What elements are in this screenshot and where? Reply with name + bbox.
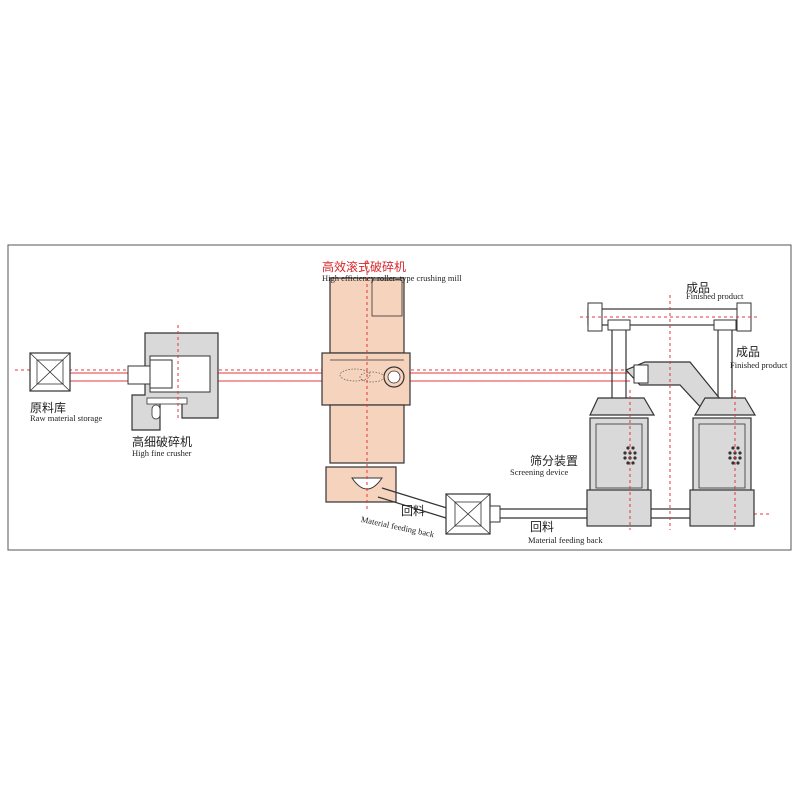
feed-chute — [624, 361, 727, 413]
roller-mill-label-en: High efficiency roller–type crushing mil… — [322, 273, 462, 283]
fine-crusher-label-en: High fine crusher — [132, 448, 192, 458]
finished-product-conveyor-top — [580, 302, 760, 400]
fine-crusher-label-zh: 高细破碎机 — [132, 435, 193, 449]
raw-storage-label-zh: 原料库 — [30, 401, 67, 415]
return-hopper-icon — [445, 493, 501, 535]
finished-right-label-zh: 成品 — [736, 345, 761, 359]
roller-mill-label-zh: 高效滚式破碎机 — [322, 260, 407, 274]
screening-label-zh: 筛分装置 — [530, 454, 579, 468]
finished-top-label-zh: 成品 — [686, 281, 711, 295]
return-conveyor — [377, 487, 451, 519]
screening-device-right-icon — [689, 390, 757, 530]
screening-label-en: Screening device — [510, 467, 569, 477]
finished-right-label-en: Finished product — [730, 360, 788, 370]
finished-top-label-en: Finished product — [686, 291, 744, 301]
high-fine-crusher-icon — [127, 325, 219, 431]
screening-device-left-icon — [586, 390, 656, 530]
feedback-left-label-zh: 回料 — [401, 504, 426, 518]
feedback-right-label-zh: 回料 — [530, 520, 555, 534]
feedback-right-label-en: Material feeding back — [528, 535, 603, 545]
raw-material-storage-icon — [29, 352, 71, 392]
raw-storage-label-en: Raw material storage — [30, 413, 103, 423]
roller-crushing-mill-icon — [321, 260, 411, 510]
diagram-frame — [7, 244, 792, 551]
